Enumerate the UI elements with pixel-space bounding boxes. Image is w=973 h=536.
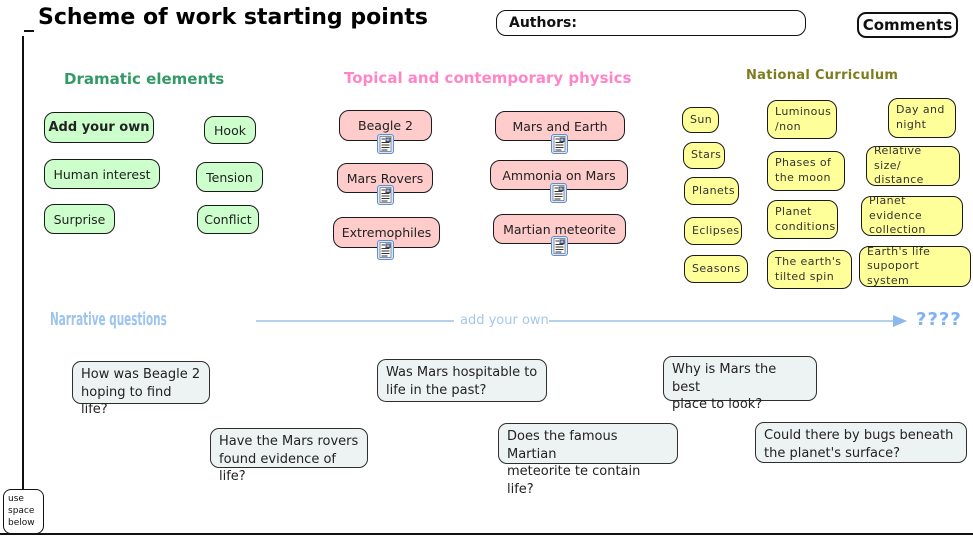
- narrative-axis-line-left: [256, 320, 454, 322]
- node-sun[interactable]: Sun: [682, 107, 719, 133]
- node-luminous-non[interactable]: Luminous /non: [767, 100, 837, 139]
- heading-national-curriculum: National Curriculum: [746, 68, 899, 83]
- narrative-axis-line-right: [549, 320, 893, 322]
- authors-label: Authors:: [509, 15, 577, 31]
- heading-dramatic-elements: Dramatic elements: [64, 70, 225, 88]
- node-eclipses[interactable]: Eclipses: [684, 217, 742, 245]
- question-rovers-evidence[interactable]: Have the Mars rovers found evidence of l…: [210, 428, 368, 484]
- node-planet-conditions[interactable]: Planet conditions: [767, 200, 838, 239]
- node-extremophiles[interactable]: Extremophiles: [333, 217, 440, 248]
- heading-narrative-questions: Narrative questions: [50, 309, 167, 330]
- question-beagle2-find-life[interactable]: How was Beagle 2 hoping to find life?: [72, 361, 210, 417]
- node-add-your-own[interactable]: Add your own: [44, 112, 154, 143]
- comments-button[interactable]: Comments: [857, 12, 958, 38]
- node-seasons[interactable]: Seasons: [684, 255, 748, 283]
- question-mars-hospitable[interactable]: Was Mars hospitable to life in the past?: [377, 359, 547, 402]
- question-martian-meteorite[interactable]: Does the famous Martian meteorite te con…: [498, 423, 678, 497]
- node-relative-size-distance[interactable]: Relative size/ distance: [866, 144, 960, 186]
- note-document-icon[interactable]: [377, 240, 394, 260]
- connector-vertical-line: [22, 36, 24, 489]
- question-mars-best-place[interactable]: Why is Mars the best place to look?: [663, 356, 817, 412]
- node-earths-life-support-system[interactable]: Earth's life supoport system: [859, 245, 971, 287]
- node-tension[interactable]: Tension: [196, 162, 263, 192]
- node-hook[interactable]: Hook: [204, 116, 256, 144]
- note-document-icon[interactable]: [377, 185, 394, 205]
- arrow-right-icon: [893, 315, 907, 327]
- note-document-icon[interactable]: [550, 183, 567, 203]
- node-planets[interactable]: Planets: [684, 177, 739, 205]
- bottom-rule: [0, 533, 973, 535]
- node-phases-of-the-moon[interactable]: Phases of the moon: [767, 151, 845, 191]
- node-day-and-night[interactable]: Day and night: [888, 98, 956, 138]
- note-document-icon[interactable]: [377, 134, 394, 154]
- node-martian-meteorite[interactable]: Martian meteorite: [493, 214, 626, 244]
- node-human-interest[interactable]: Human interest: [44, 159, 160, 189]
- question-bugs-beneath-surface[interactable]: Could there by bugs beneath the planet's…: [755, 422, 967, 463]
- connector-dash: [24, 30, 34, 32]
- add-your-own-label: add your own: [456, 313, 553, 328]
- heading-topical-physics: Topical and contemporary physics: [344, 69, 632, 87]
- note-document-icon[interactable]: [551, 236, 568, 256]
- page-title: Scheme of work starting points: [38, 5, 429, 30]
- note-document-icon[interactable]: [551, 134, 568, 154]
- node-stars[interactable]: Stars: [683, 142, 725, 169]
- narrative-end-label: ????: [916, 309, 962, 330]
- node-earths-tilted-spin[interactable]: The earth's tilted spin: [767, 250, 852, 289]
- node-surprise[interactable]: Surprise: [44, 204, 115, 234]
- node-planet-evidence-collection[interactable]: Planet evidence collection: [861, 194, 963, 236]
- use-space-note[interactable]: use space below: [3, 489, 44, 534]
- node-conflict[interactable]: Conflict: [197, 205, 259, 234]
- authors-input[interactable]: Authors:: [496, 10, 806, 36]
